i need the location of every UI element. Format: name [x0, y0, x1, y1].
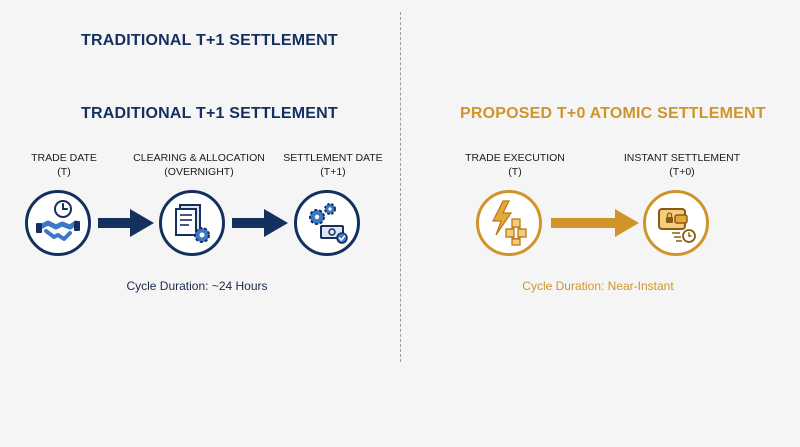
- step-label-line1: TRADE EXECUTION: [465, 152, 565, 164]
- step-label-line2: (OVERNIGHT): [164, 166, 234, 178]
- step-label-settlement-date: SETTLEMENT DATE (T+1): [283, 151, 382, 179]
- step-label-line2: (T): [57, 166, 71, 178]
- step-label-line1: SETTLEMENT DATE: [283, 152, 383, 164]
- proposed-duration: Cycle Duration: Near-Instant: [522, 279, 674, 293]
- handshake-clock-icon: [36, 200, 80, 241]
- step-label-trade-date: TRADE DATE (T): [31, 151, 97, 179]
- trade-execution-node: [476, 190, 542, 256]
- flow-arrow-1: [98, 209, 154, 237]
- traditional-title: TRADITIONAL T+1 SETTLEMENT: [81, 105, 338, 122]
- step-label-line1: TRADE DATE: [31, 152, 97, 164]
- step-label-line2: (T+1): [320, 166, 346, 178]
- step-label-trade-execution: TRADE EXECUTION (T): [465, 151, 565, 179]
- instant-settlement-node: [643, 190, 709, 256]
- step-label-instant-settlement: INSTANT SETTLEMENT (T+0): [624, 151, 740, 179]
- step-label-line2: (T): [508, 166, 522, 178]
- flow-arrow-2: [232, 209, 288, 237]
- header-title: TRADITIONAL T+1 SETTLEMENT: [81, 32, 338, 49]
- traditional-duration: Cycle Duration: ~24 Hours: [126, 279, 268, 293]
- step-label-line1: CLEARING & ALLOCATION: [133, 152, 265, 164]
- section-divider: [400, 12, 401, 362]
- clearing-node: [159, 190, 225, 256]
- lightning-blocks-icon: [492, 200, 527, 246]
- step-label-clearing: CLEARING & ALLOCATION (OVERNIGHT): [133, 151, 265, 179]
- flow-arrow-gold: [551, 209, 639, 237]
- settlement-date-node: [294, 190, 360, 256]
- trade-date-node: [25, 190, 91, 256]
- proposed-title: PROPOSED T+0 ATOMIC SETTLEMENT: [460, 105, 766, 122]
- documents-gear-icon: [175, 204, 210, 243]
- gears-cash-check-icon: [309, 203, 348, 244]
- step-label-line1: INSTANT SETTLEMENT: [623, 152, 741, 164]
- wallet-lock-stopwatch-icon: [658, 208, 696, 243]
- step-label-line2: (T+0): [669, 166, 695, 178]
